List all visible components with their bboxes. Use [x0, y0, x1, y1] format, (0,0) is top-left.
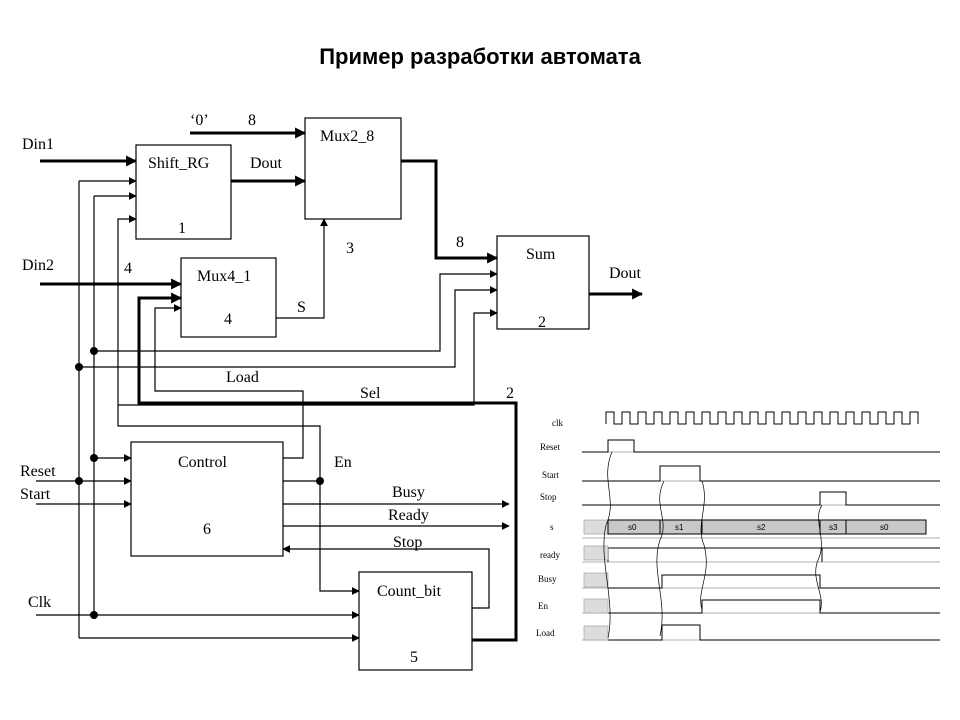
- din2-label: Din2: [22, 257, 54, 274]
- state-s2: s2: [757, 523, 766, 532]
- mux2-sel-width-label: 3: [346, 240, 354, 257]
- load-waveform: [608, 624, 940, 641]
- wires: [36, 177, 510, 642]
- sum-dout-label: Dout: [609, 265, 642, 282]
- clk-label: Clk: [28, 594, 51, 611]
- shift-rg-block: Shift_RG 1: [135, 144, 232, 240]
- state-s1: s1: [675, 523, 684, 532]
- ready-label: Ready: [388, 507, 429, 524]
- start-waveform: [582, 465, 940, 482]
- mux2-8-label: Mux2_8: [320, 128, 374, 145]
- state-s0-a: s0: [628, 523, 637, 532]
- timing-label-clk: clk: [552, 418, 563, 428]
- busy-waveform: [608, 574, 940, 589]
- stop-label: Stop: [393, 534, 422, 551]
- mux4-1-label: Mux4_1: [197, 268, 251, 285]
- timing-baselines: [582, 451, 940, 641]
- timing-label-stop: Stop: [540, 492, 557, 502]
- count-bit-label: Count_bit: [377, 583, 442, 600]
- zero-label: ‘0’: [190, 112, 209, 129]
- timing-diagram: clk Reset Start Stop s ready Busy En Loa…: [536, 411, 940, 641]
- junction-dots: [75, 347, 324, 619]
- sum-label: Sum: [526, 246, 556, 263]
- din1-label: Din1: [22, 136, 54, 153]
- state-s0-b: s0: [880, 523, 889, 532]
- zero-width-label: 8: [248, 112, 256, 129]
- busy-label: Busy: [392, 484, 425, 501]
- mux4-1-number: 4: [224, 311, 232, 328]
- signal-labels: Din1 Din2 ‘0’ 8 Dout 8 3 4 S Dout Load S…: [20, 112, 642, 611]
- mux2-out-width-label: 8: [456, 234, 464, 251]
- sum-block: Sum 2: [496, 235, 590, 331]
- din2-width-label: 4: [124, 260, 132, 277]
- sum-number: 2: [538, 314, 546, 331]
- ready-high: [607, 547, 823, 562]
- count-bit-block: Count_bit 5: [358, 571, 473, 671]
- en-label: En: [334, 454, 352, 471]
- control-number: 6: [203, 521, 211, 538]
- timing-label-start: Start: [542, 470, 559, 480]
- stop-waveform: [582, 491, 940, 506]
- timing-label-load: Load: [536, 628, 555, 638]
- causality-arrows: [603, 451, 823, 639]
- timing-label-busy: Busy: [538, 574, 557, 584]
- mux2-8-block: Mux2_8: [304, 117, 402, 220]
- shift-rg-label: Shift_RG: [148, 155, 210, 172]
- buses: [40, 127, 644, 642]
- reset-label: Reset: [20, 463, 56, 480]
- state-bus: s0 s1 s2 s3 s0: [607, 519, 927, 535]
- control-block: Control 6: [130, 441, 284, 557]
- s-label: S: [297, 299, 306, 316]
- state-s3: s3: [829, 523, 838, 532]
- clk-waveform: [605, 411, 919, 425]
- start-label: Start: [20, 486, 51, 503]
- reset-waveform: [582, 439, 940, 453]
- timing-label-ready: ready: [540, 550, 560, 560]
- shift-rg-number: 1: [178, 220, 186, 237]
- page-title: Пример разработки автомата: [319, 44, 641, 69]
- timing-label-reset: Reset: [540, 442, 560, 452]
- load-label: Load: [226, 369, 259, 386]
- sel-label: Sel: [360, 385, 381, 402]
- count-bit-number: 5: [410, 649, 418, 666]
- sel-width-label: 2: [506, 385, 514, 402]
- timing-label-s: s: [550, 522, 554, 532]
- timing-label-en: En: [538, 601, 548, 611]
- mux4-1-block: Mux4_1 4: [180, 257, 277, 338]
- shift-dout-label: Dout: [250, 155, 283, 172]
- control-label: Control: [178, 454, 227, 471]
- en-waveform: [608, 599, 940, 614]
- timing-labels: clk Reset Start Stop s ready Busy En Loa…: [536, 418, 563, 638]
- waveforms: [582, 439, 940, 641]
